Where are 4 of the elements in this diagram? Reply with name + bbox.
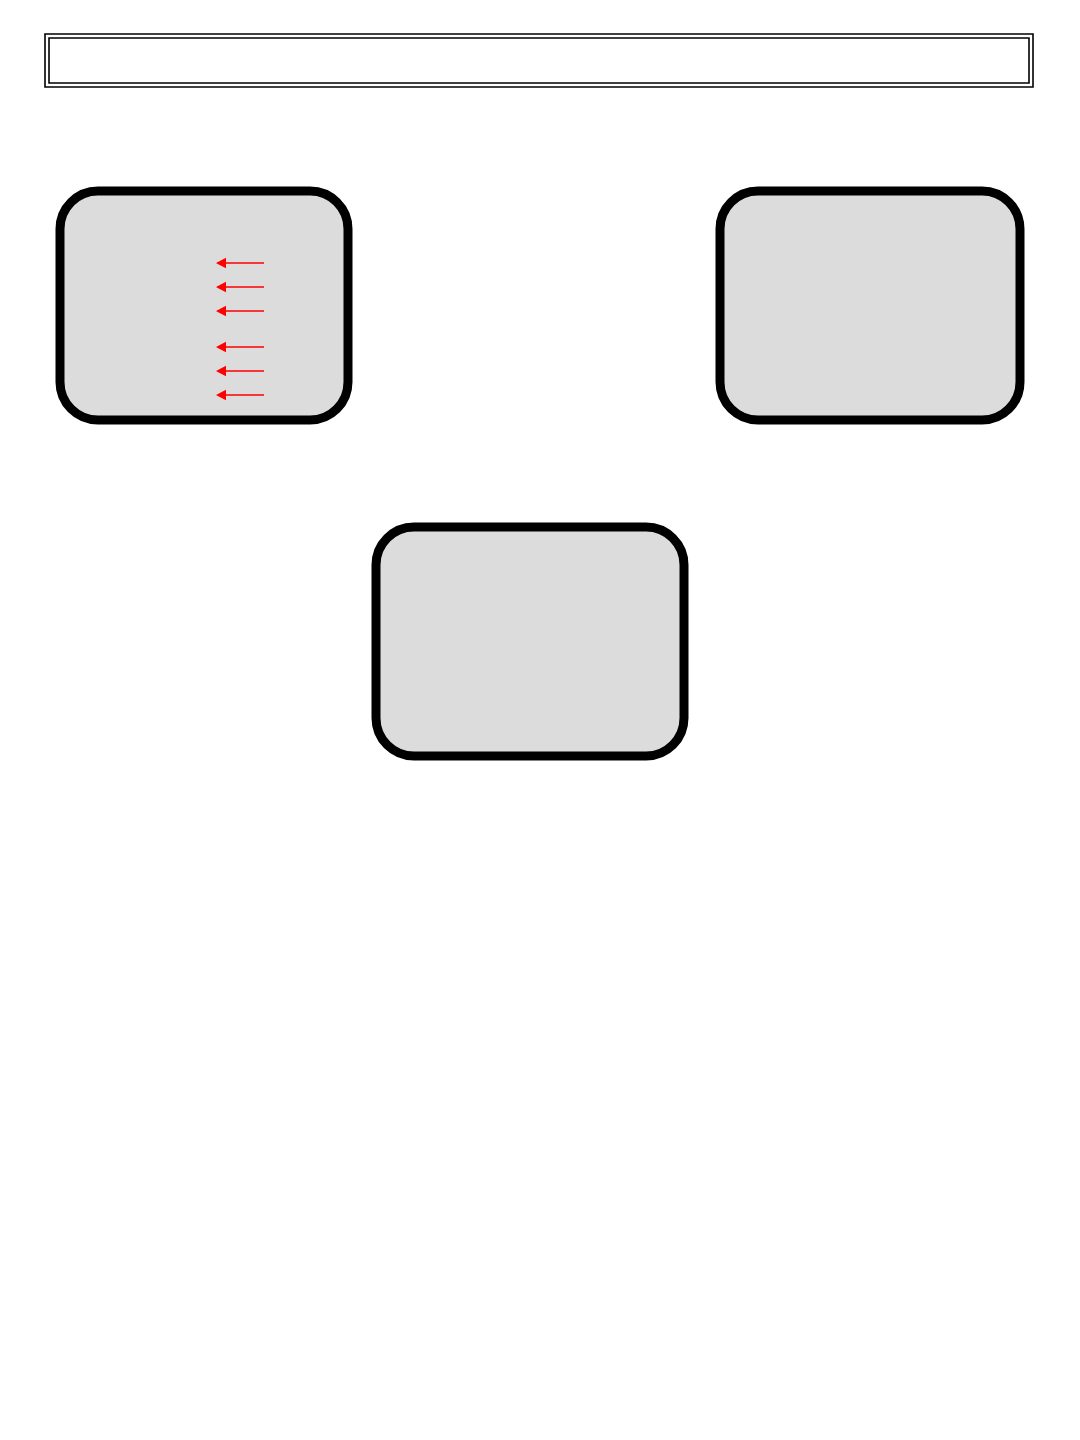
title-banner — [44, 33, 1034, 88]
rounded-box — [55, 186, 353, 425]
rounded-box — [715, 186, 1025, 425]
rounded-box — [371, 522, 689, 761]
